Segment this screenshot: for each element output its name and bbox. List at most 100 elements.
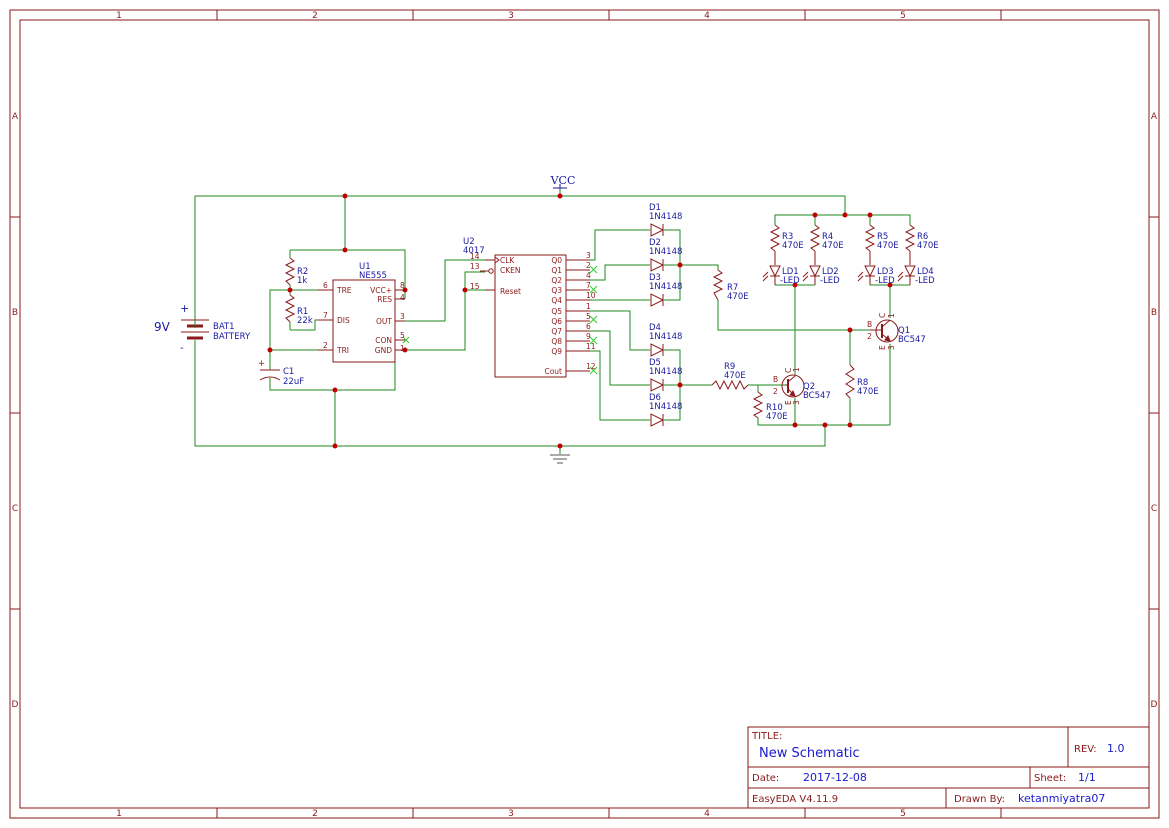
u1-num-1: 1 — [400, 344, 405, 353]
r8-ref: R8 — [857, 378, 868, 388]
title-value: New Schematic — [759, 746, 860, 761]
transistor-q2: B 2 C 1 E 3 Q2 BC547 — [773, 367, 831, 405]
q2-c-pin: 1 — [792, 367, 801, 372]
resistor-r5: R5 470E — [864, 224, 899, 265]
u2-num-15: 15 — [470, 282, 480, 291]
q1-ref: Q1 — [898, 326, 910, 336]
battery-plus-sign: + — [180, 302, 189, 315]
d5-value: 1N4148 — [649, 367, 682, 377]
transistor-q1: B 2 C 1 E 3 Q1 BC547 — [867, 313, 926, 350]
battery-ref: BAT1 — [213, 322, 235, 332]
row-label-a-right: A — [1151, 112, 1158, 122]
sheet-value: 1/1 — [1078, 771, 1096, 784]
u1-pin-gnd: GND — [375, 346, 392, 355]
r6-ref: R6 — [917, 232, 928, 242]
u2-num-2: 2 — [586, 261, 591, 270]
resistor-r4: R4 470E — [809, 224, 844, 265]
vcc-symbol: VCC — [550, 174, 575, 189]
battery-voltage: 9V — [154, 320, 171, 334]
ld1-ref: LD1 — [782, 267, 799, 277]
r9-ref: R9 — [724, 362, 735, 372]
q2-ref: Q2 — [803, 382, 815, 392]
u2-pin-q7: Q7 — [551, 327, 562, 336]
battery-bat1: + - 9V BAT1 BATTERY — [154, 302, 251, 354]
title-block: TITLE: New Schematic REV: 1.0 Date: 2017… — [747, 726, 1150, 809]
r7-ref: R7 — [727, 283, 738, 293]
ld4-value: -LED — [915, 276, 935, 286]
ic-u1-ne555: U1 NE555 TRE VCC+ RES DIS OUT CON TRI GN… — [318, 262, 405, 363]
u1-num-8: 8 — [400, 281, 405, 290]
r10-ref: R10 — [766, 403, 783, 413]
u2-num-5: 5 — [586, 312, 591, 321]
tool-version: EasyEDA V4.11.9 — [752, 794, 838, 805]
date-label: Date: — [752, 773, 779, 784]
u1-pin-tri: TRI — [336, 346, 349, 355]
u1-num-3: 3 — [400, 312, 405, 321]
r10-value: 470E — [766, 412, 788, 422]
u1-pin-con: CON — [375, 336, 392, 345]
u2-num-12: 12 — [586, 362, 596, 371]
r2-value: 1k — [297, 276, 307, 286]
resistor-r3: R3 470E — [769, 224, 804, 265]
q1-b-label: B — [867, 320, 872, 329]
r1-ref: R1 — [297, 307, 308, 317]
q1-b-pin: 2 — [867, 332, 872, 341]
col-label-4: 4 — [704, 11, 710, 21]
led-ld1: LD1-LED — [762, 265, 800, 286]
col-label-5-bottom: 5 — [900, 809, 906, 819]
q1-value: BC547 — [898, 335, 926, 345]
d1-value: 1N4148 — [649, 212, 682, 222]
r1-value: 22k — [297, 316, 313, 326]
u2-pin-reset: Reset — [500, 287, 521, 296]
q2-e-label: E — [784, 400, 793, 405]
d3-ref: D3 — [649, 273, 661, 283]
q1-e-label: E — [878, 345, 887, 350]
r7-value: 470E — [727, 292, 749, 302]
d6-value: 1N4148 — [649, 402, 682, 412]
u2-num-1: 1 — [586, 302, 591, 311]
ground-symbol — [550, 454, 570, 464]
col-label-4-bottom: 4 — [704, 809, 710, 819]
row-label-b: B — [12, 308, 18, 318]
battery-value: BATTERY — [213, 332, 251, 342]
q1-e-pin: 3 — [887, 345, 896, 350]
u2-pin-q1: Q1 — [551, 266, 562, 275]
u2-pin-q4: Q4 — [551, 296, 562, 305]
u2-num-13: 13 — [470, 262, 480, 271]
resistor-r6: R6 470E — [904, 224, 939, 265]
resistor-r10: R10 470E — [752, 391, 788, 422]
drawn-by-label: Drawn By: — [954, 794, 1005, 805]
u2-pin-q0: Q0 — [551, 256, 562, 265]
diode-group: D11N4148D21N4148D31N4148D41N4148D51N4148… — [649, 203, 682, 427]
sheet-frame: 1 2 3 4 5 1 2 3 4 5 A B C D A B C D — [9, 9, 1160, 819]
d6-ref: D6 — [649, 393, 661, 403]
ic-u2-4017: U2 4017 CLK CKEN Reset 14 13 15 Q03Q12Q2… — [463, 237, 596, 378]
resistor-r1: R1 22k — [284, 294, 313, 326]
row-label-d: D — [12, 700, 19, 710]
led-ld4: LD4-LED — [897, 265, 935, 286]
u2-num-6: 6 — [586, 322, 591, 331]
col-label-3-bottom: 3 — [508, 809, 514, 819]
r3-ref: R3 — [782, 232, 793, 242]
r3-value: 470E — [782, 241, 804, 251]
row-label-c-right: C — [1151, 504, 1157, 514]
r5-value: 470E — [877, 241, 899, 251]
u2-pin-q6: Q6 — [551, 317, 562, 326]
u2-pin-q9: Q9 — [551, 347, 562, 356]
col-label-2: 2 — [312, 11, 318, 21]
d4-value: 1N4148 — [649, 332, 682, 342]
u1-num-4: 4 — [400, 293, 405, 302]
q1-c-label: C — [878, 313, 887, 318]
u2-value: 4017 — [463, 246, 485, 256]
u2-num-4: 4 — [586, 271, 591, 280]
u2-num-7: 7 — [586, 281, 591, 290]
u1-pin-vcc: VCC+ — [370, 286, 392, 295]
ld3-ref: LD3 — [877, 267, 894, 277]
u1-value: NE555 — [359, 271, 387, 281]
